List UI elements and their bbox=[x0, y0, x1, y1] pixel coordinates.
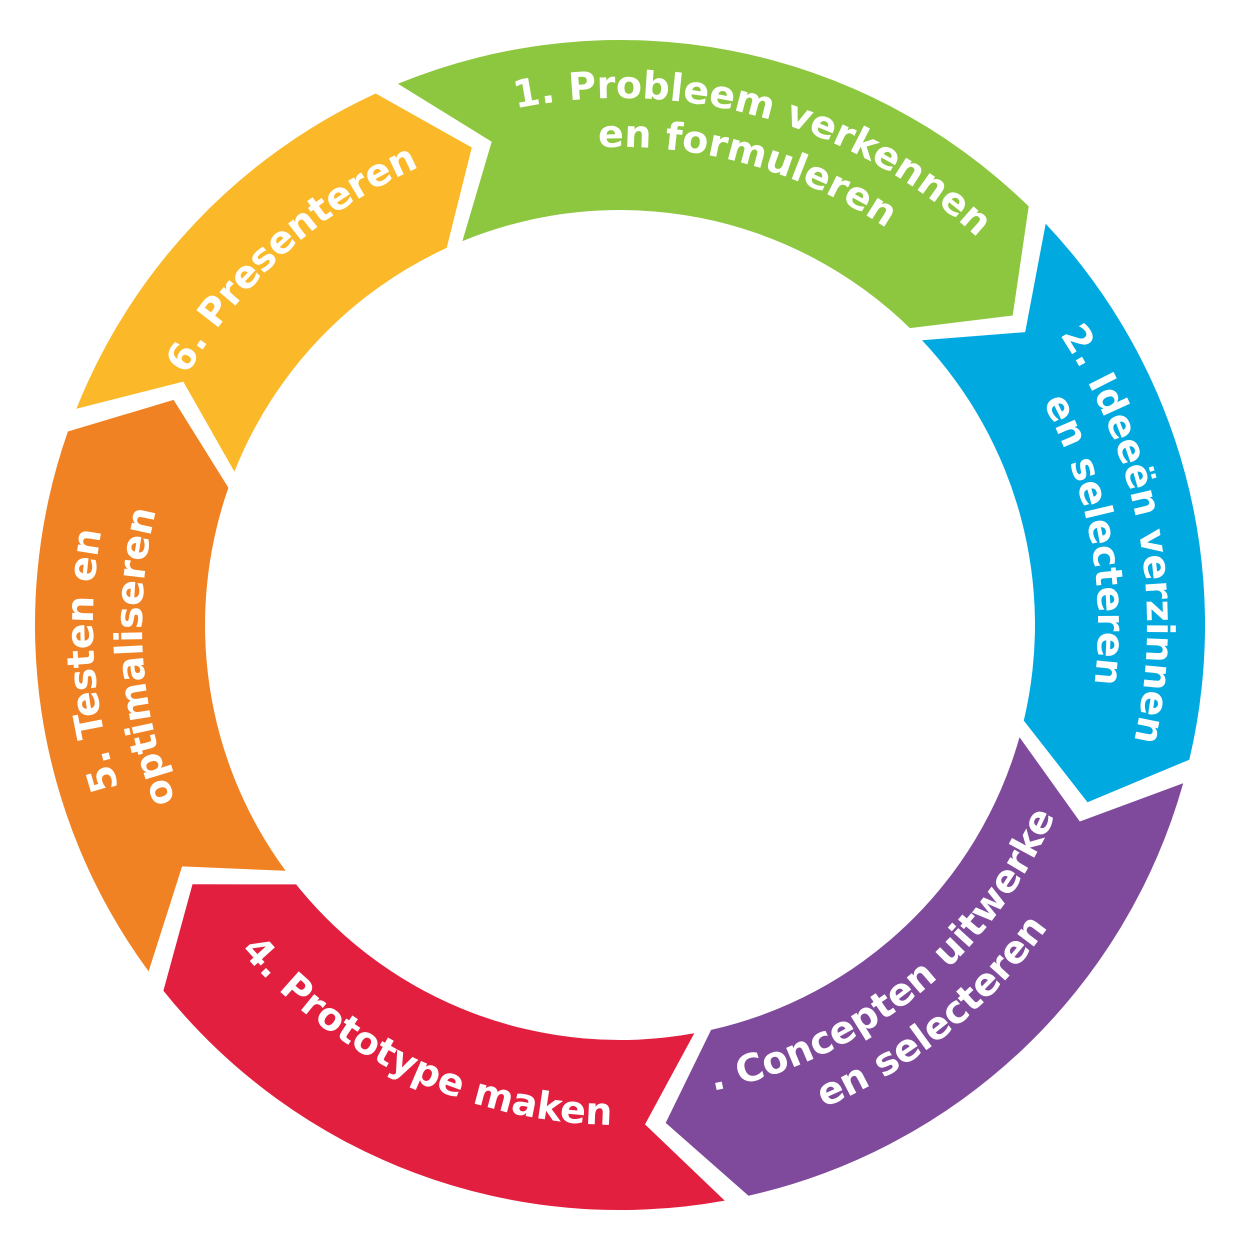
segment-step4: 4. Prototype maken bbox=[163, 884, 725, 1211]
segment-shape-step6 bbox=[76, 93, 472, 472]
segment-shape-step3 bbox=[665, 737, 1184, 1196]
segment-shape-step2 bbox=[922, 223, 1206, 803]
segment-shape-step1 bbox=[397, 39, 1029, 329]
segment-step5: 5. Testen en optimaliseren bbox=[34, 399, 286, 972]
segment-shape-step4 bbox=[163, 884, 725, 1211]
segment-shape-step5 bbox=[34, 399, 286, 972]
segment-step1: 1. Probleem verkennen en formuleren bbox=[397, 39, 1029, 329]
segment-step2: 2. Ideeën verzinnen en selecteren bbox=[922, 223, 1206, 803]
